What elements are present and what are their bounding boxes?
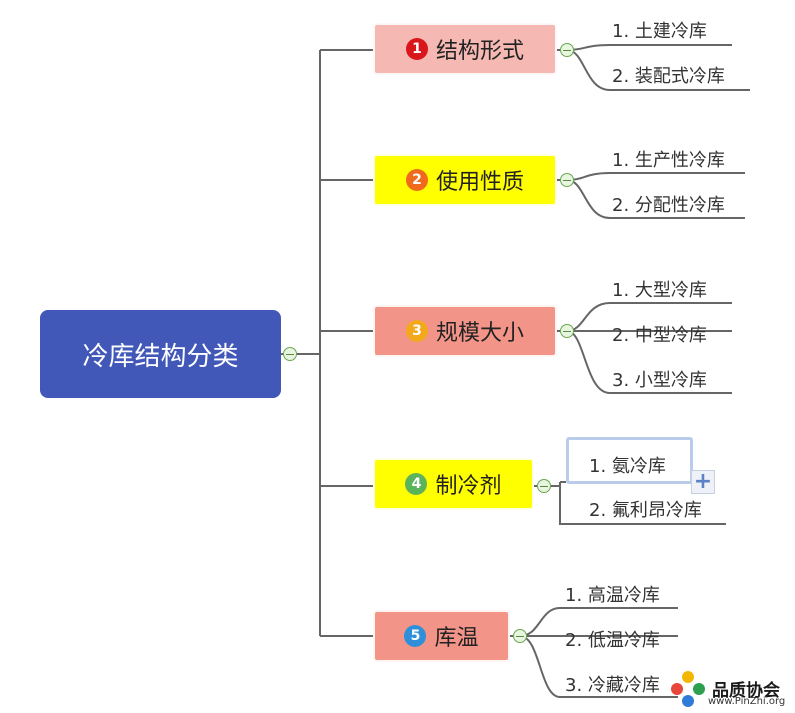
leaf-medium-cold-storage[interactable]: 2. 中型冷库 bbox=[612, 325, 707, 346]
central-collapse-icon[interactable] bbox=[283, 347, 297, 361]
add-topic-icon[interactable]: + bbox=[691, 470, 715, 494]
collapse-icon[interactable] bbox=[560, 324, 574, 338]
leaf-low-temp-cold-storage[interactable]: 2. 低温冷库 bbox=[565, 630, 660, 651]
leaf-prefab-cold-storage[interactable]: 2. 装配式冷库 bbox=[612, 66, 725, 87]
leaf-small-cold-storage[interactable]: 3. 小型冷库 bbox=[612, 370, 707, 391]
branch-label: 规模大小 bbox=[435, 321, 524, 346]
number-3-icon: 3 bbox=[405, 320, 428, 342]
leaf-freon-cold-storage[interactable]: 2. 氟利昂冷库 bbox=[589, 500, 702, 521]
collapse-icon[interactable] bbox=[537, 479, 551, 493]
collapse-icon[interactable] bbox=[560, 43, 574, 57]
number-2-icon: 2 bbox=[405, 169, 428, 191]
watermark-name: 品质协会 bbox=[712, 681, 780, 701]
central-topic[interactable]: 冷库结构分类 bbox=[40, 310, 281, 398]
branch-scale-size[interactable]: 3 规模大小 bbox=[373, 305, 557, 357]
selection-highlight bbox=[566, 437, 693, 484]
collapse-icon[interactable] bbox=[560, 173, 574, 187]
branch-refrigerant[interactable]: 4 制冷剂 bbox=[373, 458, 534, 510]
branch-label: 制冷剂 bbox=[435, 474, 502, 499]
number-5-icon: 5 bbox=[404, 625, 427, 647]
branch-label: 使用性质 bbox=[435, 170, 524, 195]
leaf-civil-cold-storage[interactable]: 1. 土建冷库 bbox=[612, 21, 707, 42]
leaf-production-cold-storage[interactable]: 1. 生产性冷库 bbox=[612, 150, 725, 171]
leaf-large-cold-storage[interactable]: 1. 大型冷库 bbox=[612, 280, 707, 301]
number-1-icon: 1 bbox=[405, 38, 428, 60]
collapse-icon[interactable] bbox=[513, 629, 527, 643]
branch-structure-form[interactable]: 1 结构形式 bbox=[373, 23, 557, 75]
leaf-ammonia-cold-storage[interactable]: 1. 氨冷库 bbox=[589, 456, 666, 477]
watermark-url: www.PinZhi.org bbox=[708, 696, 786, 707]
central-topic-label: 冷库结构分类 bbox=[82, 341, 239, 372]
leaf-distribution-cold-storage[interactable]: 2. 分配性冷库 bbox=[612, 195, 725, 216]
number-4-icon: 4 bbox=[405, 473, 428, 495]
pinzhi-logo-icon bbox=[671, 671, 705, 707]
leaf-high-temp-cold-storage[interactable]: 1. 高温冷库 bbox=[565, 585, 660, 606]
branch-label: 库温 bbox=[434, 626, 479, 651]
branch-usage-nature[interactable]: 2 使用性质 bbox=[373, 154, 557, 206]
branch-storage-temperature[interactable]: 5 库温 bbox=[373, 610, 510, 662]
leaf-refrigerated-cold-storage[interactable]: 3. 冷藏冷库 bbox=[565, 675, 660, 696]
branch-label: 结构形式 bbox=[435, 39, 524, 64]
